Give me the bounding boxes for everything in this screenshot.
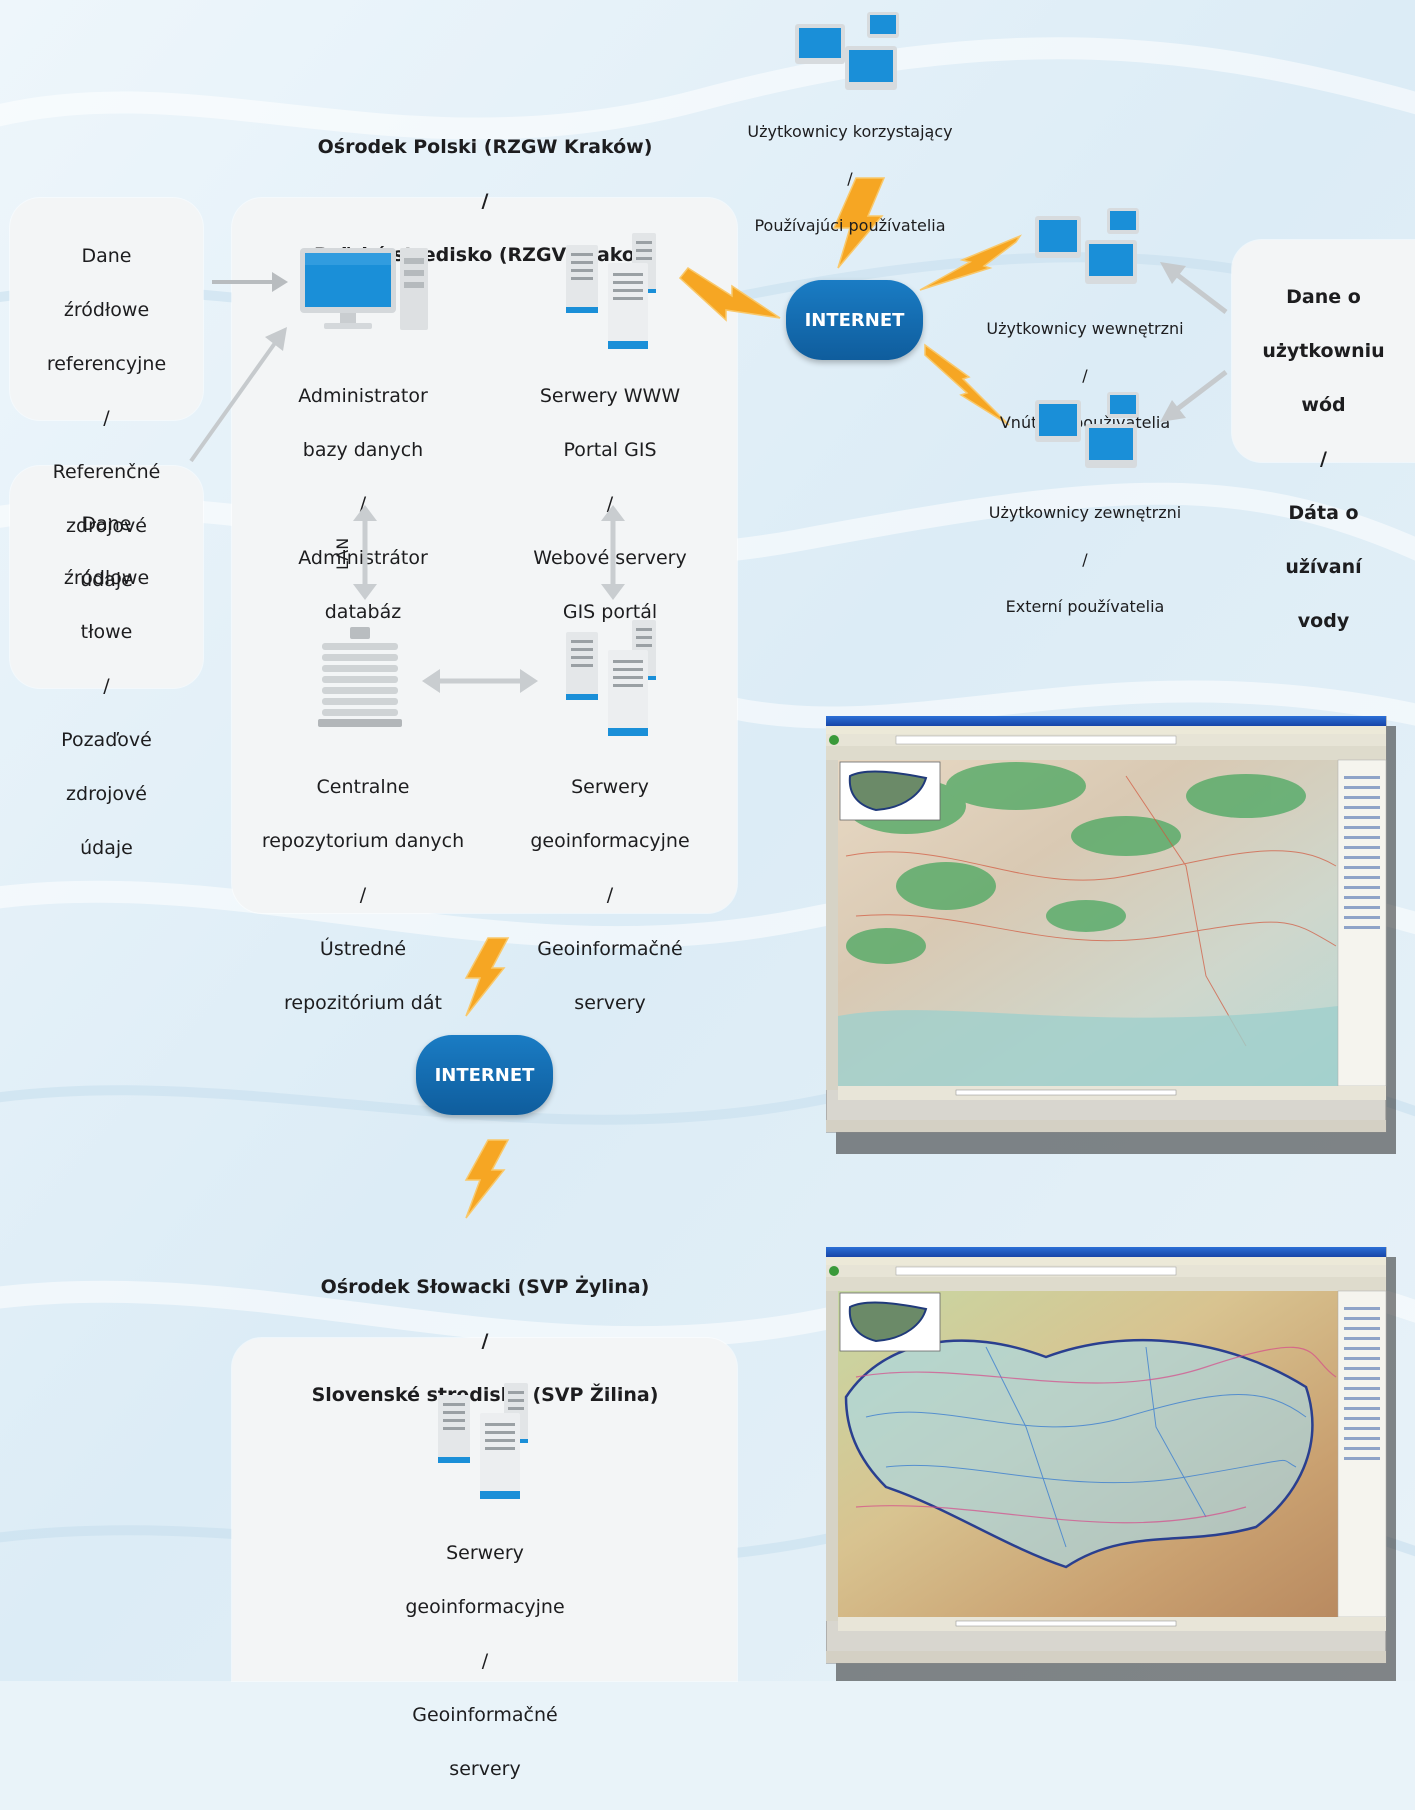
water-use-line: Dane o <box>1286 286 1361 308</box>
geo-server-icon <box>438 1383 528 1499</box>
polish-center-separator: / <box>481 190 489 212</box>
lan-label: LAN <box>333 537 352 570</box>
geo-servers-line: geoinformacyjne <box>530 830 690 852</box>
source-bg-line: zdrojové <box>66 783 147 805</box>
water-use-separator: / <box>1320 448 1327 470</box>
source-bg-line: tłowe <box>80 621 133 643</box>
slovak-center-title-pl: Ośrodek Słowacki (SVP Żylina) <box>320 1276 650 1298</box>
geo-servers-pl-label: Serwery geoinformacyjne / Geoinformačné … <box>495 747 725 1044</box>
gis-portal-screenshot-hydrographic <box>826 1247 1396 1681</box>
source-ref-text: Dane źródłowe referencyjne / Referenčné … <box>10 216 203 621</box>
geo-servers-line: Geoinformačné <box>412 1704 558 1726</box>
users-external-line: Externí používatelia <box>1005 596 1165 616</box>
source-bg-text: Dane źródłowe tłowe / Pozaďové zdrojové … <box>10 484 203 889</box>
geo-servers-line: Geoinformačné <box>537 938 683 960</box>
lightning-icon <box>464 937 510 1017</box>
computer-icon <box>300 248 428 330</box>
central-repo-line: repozytorium danych <box>261 830 465 852</box>
db-admin-line: bazy danych <box>302 439 424 461</box>
db-admin-line: Administrator <box>298 385 428 407</box>
source-ref-line: Dane <box>81 245 132 267</box>
www-servers-line: Webové servery <box>533 547 687 569</box>
repository-icon <box>318 627 402 727</box>
www-servers-separator: / <box>606 493 614 515</box>
db-admin-separator: / <box>359 493 367 515</box>
gis-portal-screenshot-topographic <box>826 716 1396 1154</box>
geo-servers-line: servery <box>449 1758 521 1780</box>
lightning-icon <box>678 267 781 322</box>
users-external-line: Użytkownicy zewnętrzni <box>988 502 1182 522</box>
www-servers-line: Portal GIS <box>563 439 657 461</box>
www-servers-line: Serwery WWW <box>539 385 681 407</box>
water-use-text: Dane o użytkowniu wód / Dáta o užívaní v… <box>1232 257 1415 662</box>
slovak-center-separator: / <box>481 1330 489 1352</box>
users-using-separator: / <box>847 168 853 188</box>
lightning-icon <box>924 343 1010 426</box>
source-ref-panel <box>10 198 203 420</box>
source-bg-separator: / <box>103 675 110 697</box>
web-to-geo-arrow <box>601 505 625 600</box>
db-admin-line: databáz <box>324 601 402 623</box>
polish-center-title-pl: Ośrodek Polski (RZGW Kraków) <box>317 136 653 158</box>
www-servers-label: Serwery WWW Portal GIS / Webové servery … <box>495 356 725 653</box>
geo-server-icon <box>566 620 656 736</box>
geo-servers-separator: / <box>481 1650 489 1672</box>
users-external-separator: / <box>1082 549 1088 569</box>
users-using-line: Użytkownicy korzystający <box>747 121 953 141</box>
source-ref-line: údaje <box>80 569 133 591</box>
water-use-line: wód <box>1301 394 1346 416</box>
slovak-center-panel <box>232 1338 737 1681</box>
central-repo-separator: / <box>359 884 367 906</box>
water-use-line: užívaní <box>1285 556 1362 578</box>
users-internal-line: Użytkownicy wewnętrzni <box>986 318 1184 338</box>
water-use-to-internal-arrow <box>1160 262 1228 314</box>
water-use-line: vody <box>1297 610 1350 632</box>
source-bg-panel <box>10 466 203 688</box>
source-bg-line: Pozaďové <box>61 729 152 751</box>
source-ref-line: zdrojové <box>66 515 147 537</box>
slovak-center-title-sk: Slovenské stredisko (SVP Žilina) <box>311 1384 659 1406</box>
source-ref-line: źródłowe <box>63 299 150 321</box>
users-computers-icon <box>795 12 899 90</box>
water-use-to-external-arrow <box>1160 370 1228 422</box>
water-use-line: użytkowniu <box>1262 340 1385 362</box>
users-internal-separator: / <box>1082 365 1088 385</box>
source-ref-line: Referenčné <box>52 461 161 483</box>
users-using-line: Používajúci používatelia <box>754 215 946 235</box>
lightning-icon <box>464 1139 510 1219</box>
lightning-icon <box>919 234 1022 291</box>
repo-to-geo-arrow <box>422 669 538 693</box>
central-repo-line: repozitórium dát <box>284 992 442 1014</box>
users-external-label: Użytkownicy zewnętrzni / Externí používa… <box>960 477 1210 642</box>
geo-servers-line: Serwery <box>446 1542 524 1564</box>
lan-arrow <box>353 505 377 600</box>
source-ref-separator: / <box>103 407 110 429</box>
slovak-center-title: Ośrodek Słowacki (SVP Żylina) / Slovensk… <box>300 1247 670 1436</box>
water-use-panel <box>1232 240 1415 462</box>
lightning-icon <box>832 177 886 269</box>
source-bg-line: źródłowe <box>63 567 150 589</box>
users-computers-icon <box>1035 392 1139 468</box>
water-use-line: Dáta o <box>1288 502 1359 524</box>
internet-bottom: INTERNET <box>416 1035 553 1115</box>
web-server-icon <box>566 233 656 349</box>
internet-top: INTERNET <box>786 280 923 360</box>
geo-servers-sk-label: Serwery geoinformacyjne / Geoinformačné … <box>370 1513 600 1810</box>
source-bg-arrow <box>189 327 287 463</box>
users-computers-icon <box>1035 208 1139 284</box>
geo-servers-line: geoinformacyjne <box>405 1596 565 1618</box>
www-servers-line: GIS portál <box>562 601 658 623</box>
geo-servers-line: Serwery <box>571 776 649 798</box>
central-repo-line: Centralne <box>316 776 410 798</box>
polish-center-panel <box>232 198 737 913</box>
central-repo-label: Centralne repozytorium danych / Ústredné… <box>248 747 478 1044</box>
source-bg-line: Dane <box>81 513 132 535</box>
source-ref-line: referencyjne <box>46 353 167 375</box>
source-ref-arrow <box>212 272 288 292</box>
geo-servers-separator: / <box>606 884 614 906</box>
central-repo-line: Ústredné <box>319 938 407 960</box>
source-bg-line: údaje <box>80 837 133 859</box>
geo-servers-line: servery <box>574 992 646 1014</box>
users-using-label: Użytkownicy korzystający / Používajúci p… <box>705 96 995 261</box>
